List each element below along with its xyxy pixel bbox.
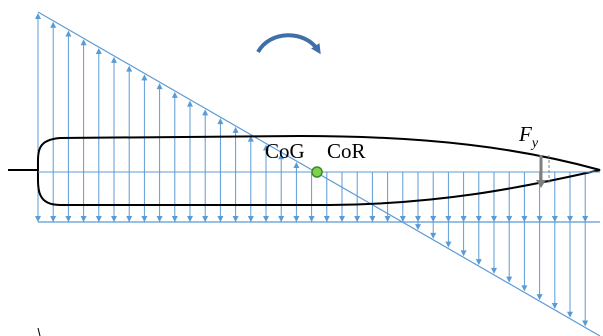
load-arrow-down-head (399, 216, 406, 222)
load-arrow-down-head (369, 216, 376, 222)
load-arrow-down-ext-head (491, 267, 497, 274)
load-arrow-up-head (111, 56, 117, 63)
load-arrow-down-head (475, 216, 482, 222)
load-arrow-down-head (50, 216, 57, 222)
load-arrow-down-head (308, 216, 315, 222)
load-arrow-down-head (460, 216, 467, 222)
load-arrow-down-ext-head (551, 302, 558, 309)
load-arrow-down-head (141, 216, 148, 222)
vertical-force-arrow-icon (536, 155, 550, 188)
load-arrow-down-head (171, 216, 178, 222)
load-arrow-down-ext-head (475, 259, 482, 266)
distributed-load-arrows (35, 13, 589, 327)
load-arrow-down-head (217, 216, 224, 222)
load-arrow-up-head (278, 153, 285, 160)
load-arrow-down-head (339, 216, 345, 222)
load-arrow-down-head (35, 216, 41, 222)
load-arrow-down-head (111, 216, 117, 222)
load-arrow-down-ext-head (460, 250, 467, 257)
load-arrow-up-head (293, 161, 300, 168)
load-arrow-up-head (202, 109, 209, 116)
load-arrow-down-head (232, 216, 239, 222)
load-arrow-down-head (65, 216, 72, 222)
center-of-gravity-dot-icon (311, 166, 323, 178)
cor-label: CoR (327, 139, 366, 163)
load-arrow-down-head (323, 216, 330, 222)
load-arrow-down-head (506, 216, 513, 222)
load-arrow-up-head (187, 100, 193, 107)
load-arrow-down-head (521, 216, 528, 222)
load-arrow-down-head (247, 216, 254, 222)
force-label: Fy (518, 122, 539, 151)
load-arrow-down-ext-head (582, 320, 589, 327)
hull-outline (8, 134, 601, 206)
load-arrow-up-head (50, 21, 57, 28)
load-arrow-up-head (263, 144, 269, 151)
load-arrow-down-head (187, 216, 193, 222)
load-arrow-down-head (430, 216, 437, 222)
load-arrow-up-head (232, 126, 239, 133)
load-arrow-down-head (354, 216, 361, 222)
load-arrow-down-ext-head (521, 285, 528, 292)
load-arrow-down-head (551, 216, 558, 222)
load-arrow-up-head (35, 13, 41, 19)
load-arrow-down-ext-head (536, 294, 543, 301)
corner-mark (37, 327, 41, 336)
load-arrow-down-head (384, 216, 391, 222)
load-arrow-down-ext-head (445, 241, 452, 248)
load-arrow-down-head (415, 216, 421, 222)
load-arrow-up-head (171, 91, 178, 98)
load-arrow-up-head (95, 48, 102, 55)
load-arrow-up-head (80, 39, 87, 46)
load-arrow-down-head (95, 216, 102, 222)
curved-rotation-arrow-icon (256, 33, 321, 55)
load-arrow-down-head (582, 216, 589, 222)
load-arrow-down-head (202, 216, 209, 222)
load-arrow-up-head (65, 30, 72, 37)
load-arrow-down-head (536, 216, 543, 222)
load-arrow-up-head (126, 65, 133, 72)
load-arrow-down-ext-head (430, 232, 437, 239)
load-arrow-down-ext-head (415, 224, 421, 231)
load-arrow-down-head (293, 216, 300, 222)
load-arrow-down-head (80, 216, 87, 222)
load-arrow-down-head (278, 216, 285, 222)
load-arrow-down-head (126, 216, 133, 222)
load-arrow-down-head (445, 216, 452, 222)
load-arrow-down-ext-head (567, 311, 573, 318)
load-arrow-down-head (263, 216, 269, 222)
load-arrow-up-head (156, 83, 163, 90)
load-arrow-up-head (247, 135, 254, 142)
load-arrow-down-head (156, 216, 163, 222)
load-arrow-down-head (567, 216, 573, 222)
load-arrow-up-head (217, 118, 224, 125)
load-arrow-down-ext-head (506, 276, 513, 283)
load-arrow-down-head (491, 216, 497, 222)
load-arrow-up-head (141, 74, 148, 81)
cog-label: CoG (265, 139, 305, 163)
